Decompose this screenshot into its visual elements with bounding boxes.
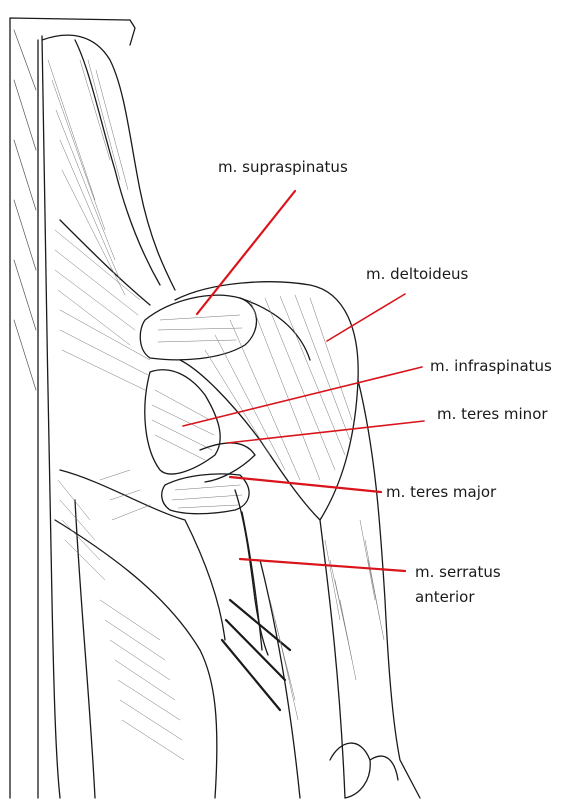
leader-teres-major <box>230 477 381 492</box>
latissimus-outline <box>60 470 225 640</box>
label-supraspinatus: m. supraspinatus <box>218 158 348 176</box>
label-teres-major: m. teres major <box>386 483 497 501</box>
vertebral-margin <box>42 36 60 798</box>
label-deltoideus: m. deltoideus <box>366 265 469 283</box>
leader-infraspinatus <box>183 367 422 426</box>
anatomy-illustration <box>10 18 420 798</box>
deltoid-fibers <box>205 295 352 480</box>
elbow-outline <box>330 743 370 798</box>
trapezius-outline <box>42 35 175 290</box>
arm-fibers <box>270 520 384 720</box>
label-serratus-line1: m. serratus <box>415 563 501 581</box>
arm-outline <box>320 380 420 798</box>
label-serratus-line2: anterior <box>415 588 475 606</box>
leader-teres-minor <box>227 421 424 443</box>
spine-outline <box>10 18 135 798</box>
leader-lines <box>183 191 424 571</box>
leader-supraspinatus <box>197 191 295 314</box>
label-infraspinatus: m. infraspinatus <box>430 357 552 375</box>
teres-minor-muscle <box>200 443 255 482</box>
trapezius-fibers <box>48 60 150 390</box>
leader-serratus-anterior <box>240 559 405 571</box>
supraspinatus-muscle <box>140 295 256 360</box>
label-teres-minor: m. teres minor <box>437 405 548 423</box>
